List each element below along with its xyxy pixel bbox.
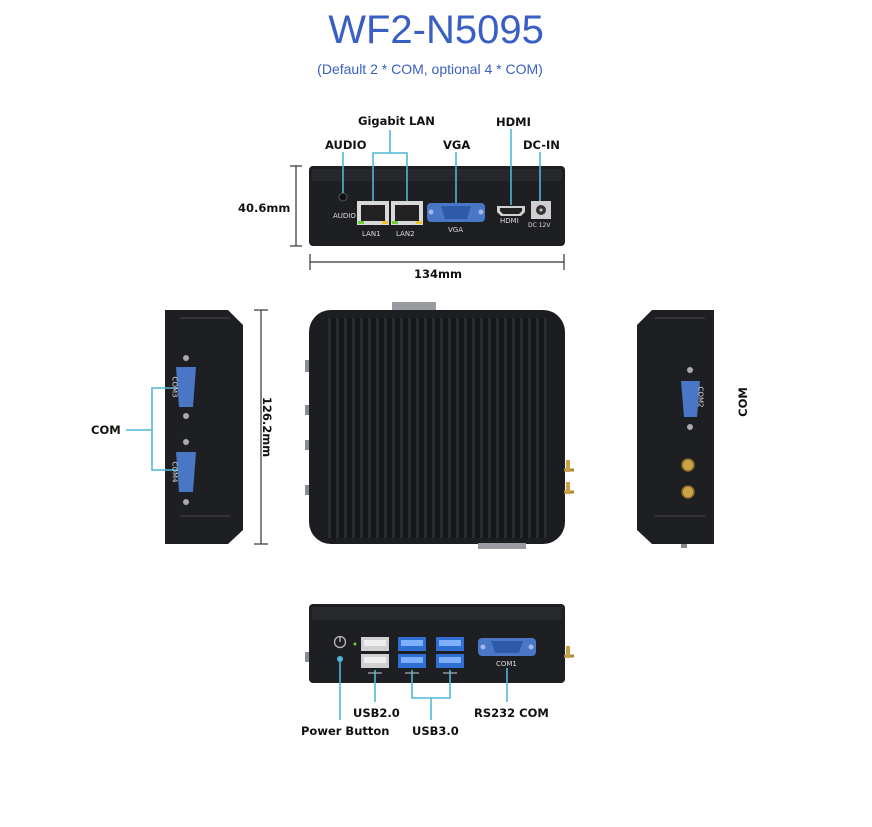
usb30-label: USB3.0 [412, 724, 459, 738]
antenna-connector-2-icon [681, 485, 695, 499]
com3-marking: COM3 [170, 376, 179, 398]
power-led-icon [337, 656, 343, 662]
depth-dimension-label: 126.2mm [260, 396, 274, 458]
usb3-ports-right-icon [436, 637, 464, 668]
usb20-label: USB2.0 [353, 706, 400, 720]
lan2-port-marking: LAN2 [396, 230, 415, 238]
product-subtitle: (Default 2 * COM, optional 4 * COM) [317, 61, 543, 77]
height-dimension-label: 40.6mm [238, 201, 291, 215]
lan1-port-marking: LAN1 [362, 230, 381, 238]
left-com-label: COM [91, 423, 121, 437]
audio-label: AUDIO [325, 138, 367, 152]
left-side-chassis [165, 310, 243, 544]
hdmi-label: HDMI [496, 115, 531, 129]
dc-port-marking: DC 12V [528, 222, 551, 229]
front-callout-lines [342, 129, 541, 205]
audio-port-marking: AUDIO [333, 212, 356, 220]
left-side-view [126, 309, 268, 545]
com2-port-icon [681, 381, 700, 417]
antenna-2-icon [566, 482, 570, 494]
width-dimension-label: 134mm [414, 267, 462, 281]
rs232-com-label: RS232 COM [474, 706, 549, 720]
rear-callout-lines [339, 662, 508, 720]
top-vga-protrusion [392, 302, 436, 312]
lan1-port-icon [357, 201, 389, 225]
depth-dimension-line [254, 309, 268, 545]
right-com-label: COM [735, 387, 750, 417]
usb2-ports-icon [361, 637, 389, 668]
power-button-label: Power Button [301, 724, 390, 738]
com1-marking: COM1 [496, 660, 517, 668]
front-dimension-lines [290, 165, 565, 270]
com2-marking: COM2 [696, 386, 705, 408]
usb3-ports-left-icon [398, 637, 426, 668]
com3-port-icon [176, 367, 196, 407]
vga-port-marking: VGA [448, 226, 464, 234]
hdmi-port-marking: HDMI [500, 217, 519, 225]
com1-port-icon [478, 638, 536, 656]
right-side-view [637, 310, 714, 548]
gigabit-lan-label: Gigabit LAN [358, 114, 435, 128]
top-view [305, 302, 574, 549]
audio-jack-icon [338, 192, 348, 202]
rear-view [305, 604, 574, 720]
left-com-callout [126, 387, 178, 471]
product-title: WF2-N5095 [328, 8, 544, 52]
heatsink-fins [328, 318, 548, 538]
lan2-port-icon [391, 201, 423, 225]
antenna-connector-1-icon [681, 458, 695, 472]
dc-in-label: DC-IN [523, 138, 560, 152]
com4-marking: COM4 [170, 461, 179, 483]
vga-port-icon [427, 203, 485, 222]
com4-port-icon [176, 452, 196, 492]
front-view [290, 129, 565, 270]
antenna-1-icon [566, 460, 570, 472]
right-side-chassis [637, 310, 714, 544]
vga-label: VGA [443, 138, 471, 152]
